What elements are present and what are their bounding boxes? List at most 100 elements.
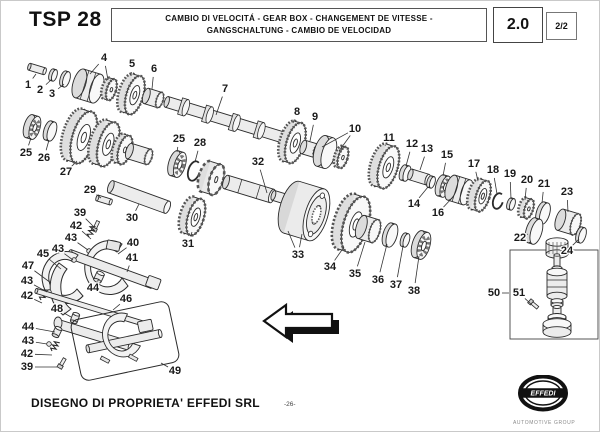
part-callout: 44 [22, 321, 35, 333]
callout-leader [77, 242, 89, 251]
diagram-part [93, 270, 105, 284]
diagram-part [434, 174, 452, 198]
callout-leader [97, 278, 100, 282]
diagram-part [516, 196, 536, 220]
part-callout: 24 [561, 245, 574, 257]
callout-leader [48, 258, 62, 270]
logo-outer-oval [518, 374, 568, 412]
part-callout: 19 [504, 168, 516, 180]
callout-leader [475, 171, 479, 182]
diagram-part [56, 357, 67, 370]
diagram-part [196, 159, 226, 197]
part-callout: 47 [22, 260, 34, 272]
callout-leader [117, 247, 127, 255]
part-callout: 51 [513, 287, 525, 299]
part-callout: 43 [52, 243, 64, 255]
diagram-part [125, 142, 154, 166]
callout-leader [28, 137, 32, 146]
callout-leader [442, 162, 446, 177]
diagram-part [546, 267, 568, 301]
diagram-part [48, 68, 58, 82]
part-callout: 41 [126, 252, 138, 264]
diagram-part [354, 214, 382, 244]
logo-subtext: AUTOMOTIVE GROUP [513, 420, 576, 426]
diagram-part [66, 249, 156, 289]
diagram-part [545, 237, 569, 259]
part-callout: 26 [38, 152, 50, 164]
part-callout: 7 [222, 83, 228, 95]
callout-leader [292, 119, 295, 124]
part-callout: 43 [65, 232, 77, 244]
effedi-logo-mark: EFFEDI [518, 374, 568, 412]
diagram-part [70, 301, 180, 381]
callout-leader [32, 73, 37, 79]
part-callout: 25 [20, 147, 32, 159]
diagram-part [222, 174, 276, 204]
logo-bar [522, 388, 564, 398]
callout-leader [112, 303, 121, 311]
part-callout: 48 [51, 303, 63, 315]
part-callout: 37 [390, 279, 402, 291]
part-callout: 36 [372, 274, 384, 286]
callout-leader [357, 241, 366, 267]
callout-leader [443, 196, 454, 208]
callout-leader [63, 312, 72, 318]
diagram-part [381, 222, 399, 248]
part-callout: 13 [421, 143, 433, 155]
part-callout: 29 [84, 184, 96, 196]
part-callout: 9 [312, 111, 318, 123]
part-callout: 2 [37, 84, 43, 96]
part-callout: 44 [87, 282, 100, 294]
part-callout: 16 [432, 207, 444, 219]
callout-leader [34, 353, 53, 356]
diagram-part [51, 325, 63, 339]
diagram-part [115, 72, 147, 116]
part-callout: 33 [292, 249, 304, 261]
part-callout: 43 [21, 275, 33, 287]
callout-leader [35, 341, 48, 345]
callout-leader [379, 243, 388, 273]
callout-leader [96, 194, 102, 199]
part-callout: 50 [488, 287, 500, 299]
diagram-part [49, 340, 60, 352]
part-callout: 43 [22, 335, 34, 347]
part-callout: 23 [561, 186, 573, 198]
diagram-part [27, 62, 47, 76]
callout-leader [57, 83, 65, 90]
diagram-part [86, 226, 96, 238]
callout-leader [414, 255, 420, 284]
callout-leader [215, 96, 223, 116]
diagram-part [535, 201, 551, 225]
part-callout: 17 [468, 158, 480, 170]
page-indicator-box: 2/2 [546, 12, 577, 40]
part-callout: 42 [70, 220, 82, 232]
diagram-part [399, 232, 411, 248]
callout-leader [33, 284, 48, 293]
part-callout: 39 [21, 361, 33, 373]
effedi-logo: EFFEDI AUTOMOTIVE GROUP [513, 374, 576, 426]
part-callout: 34 [324, 261, 337, 273]
diagram-part [69, 311, 81, 325]
part-callout: 27 [60, 166, 72, 178]
callout-leader [194, 150, 199, 163]
diagram-part [99, 76, 119, 102]
callout-leader [259, 169, 268, 194]
callout-leader [541, 191, 544, 204]
part-callout: 46 [120, 293, 132, 305]
property-notice: DISEGNO DI PROPRIETA' EFFEDI SRL [31, 396, 260, 410]
callout-leader [566, 199, 569, 213]
page-title: TSP 28 [29, 8, 102, 31]
subtitle-box: CAMBIO DI VELOCITÁ - GEAR BOX - CHANGEME… [111, 8, 487, 42]
page-number: -26- [284, 401, 296, 408]
callout-leader [89, 63, 100, 75]
diagram-part [465, 177, 493, 213]
diagram-part [106, 180, 172, 214]
diagram-part [527, 298, 540, 310]
callout-leader [509, 181, 512, 200]
part-callout: 12 [406, 138, 418, 150]
callout-leader [45, 139, 50, 151]
callout-leader [405, 151, 411, 167]
section-code-box: 2.0 [493, 7, 543, 43]
